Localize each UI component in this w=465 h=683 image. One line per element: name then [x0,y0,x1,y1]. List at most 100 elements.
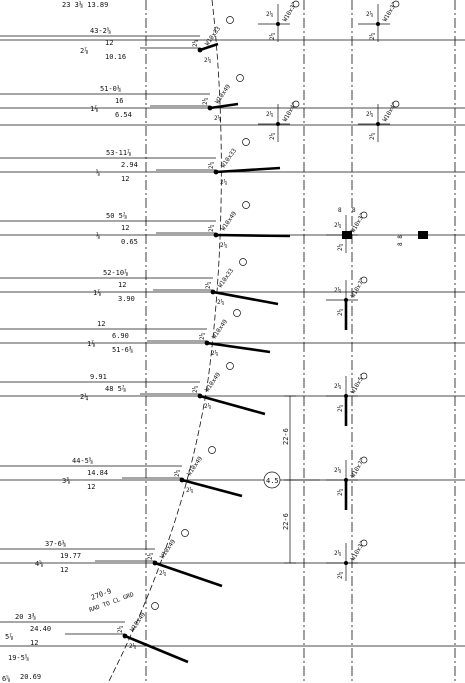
grid-bubble-label: 4.5 [266,477,279,485]
detail-mark-circle [292,100,300,108]
detail-node [376,22,380,26]
detail-mark-circle [360,276,368,284]
weld-size-secondary: 2¼ [220,242,228,249]
member-tag: W10x49 [159,538,177,560]
mark-circle [181,529,189,537]
lead-dimension: 1⅞ [90,105,98,113]
dimension-top: 9.91 [90,373,107,381]
detail-weld-vertical: 2¼ [269,32,276,40]
grid-bubble: 4.5 [263,471,281,489]
dimension-a: 2.94 [121,161,138,169]
bottom-label-2: 20.69 [20,673,41,681]
detail-node [344,298,348,302]
dimension-top: 37-6⅛ [45,539,66,548]
lead-dimension: 1⅞ [87,340,95,348]
member-tag: W10x49 [220,210,238,232]
lead-dimension: 1⅞ [93,289,101,297]
lead-dimension: 2¼ [80,393,88,401]
dimension-a: 14.84 [87,469,108,477]
detail-weld: 2¼ [334,550,342,557]
framing-rows: 43-2⅝1210.162⅞2¼2¼W10x3351-0⅛166.541⅞2¼2… [0,16,291,664]
detail-mark-circle [360,211,368,219]
detail-node [344,561,348,565]
dimension-a: 12 [118,281,126,289]
dimension-b: 12 [30,639,38,647]
beam [181,478,243,498]
detail-mark-circle [392,100,400,108]
column-node [213,232,219,238]
member-tag: W10x33 [220,147,238,169]
mark-circle [242,201,250,209]
weld-size-secondary: 2¼ [159,570,167,577]
lead-dimension: 2⅞ [80,47,88,55]
beam [154,561,223,588]
beam [212,290,279,306]
beam [215,166,281,174]
weld-size: 2¼ [117,625,124,633]
plate-dimension: 8 [352,207,356,214]
detail-mark-circle [360,539,368,547]
detail-weld-vertical: 2¼ [337,404,344,412]
dimension-b: 0.65 [121,238,138,246]
lead-dimension: 4⅝ [35,560,43,568]
beam [199,394,266,416]
weld-size-secondary: 2¼ [217,299,225,306]
beam [206,341,271,354]
dimension-top: 53-11⅞ [106,149,131,157]
mark-circle [236,74,244,82]
detail-node [276,22,280,26]
member-tag: W10x33 [204,25,222,47]
weld-size-secondary: 2¼ [204,403,212,410]
dimension-b: 12 [60,566,68,574]
detail-weld-vertical: 2¼ [369,132,376,140]
weld-size-secondary: 2¼ [214,115,222,122]
dimension-b: 51-6⅜ [112,345,133,354]
lead-dimension: 5⅞ [5,633,13,641]
member-tag: W10x33 [217,267,235,289]
dimension-a: 12 [121,224,129,232]
dimension-b: 10.16 [105,53,126,61]
bottom-label-1: 19-5⅝ [8,654,29,662]
mark-circle [233,309,241,317]
dimension-top: 12 [97,320,105,328]
member-tag: W10x49 [214,83,232,105]
dimension-a: 48 5⅞ [105,385,126,393]
column-node [152,560,158,566]
detail-weld: 2¼ [266,11,274,18]
weld-size-secondary: 2¼ [129,643,137,650]
dimension-a: 12 [105,39,113,47]
dimension-top: 44-5⅝ [72,457,93,465]
member-tag: W10x49 [129,611,147,633]
detail-weld: 2¼ [366,111,374,118]
vertical-dimension: 22-6 22-6 [282,395,320,564]
dimension-top: 20 3⅜ [15,612,36,621]
mark-circle [151,602,159,610]
beam [215,233,291,238]
beam [124,634,189,664]
weld-size: 2¼ [205,281,212,289]
dimension-a: 16 [115,97,123,105]
detail-weld: 2¼ [334,467,342,474]
detail-weld: 2¼ [266,111,274,118]
member-tag: W10x49 [186,455,204,477]
dimension-a: 6.90 [112,332,129,340]
weld-size: 2¼ [202,97,209,105]
column-curve [107,0,222,683]
detail-mark-circle [360,372,368,380]
dimension-b: 3.90 [118,295,135,303]
detail-weld-vertical: 2¼ [337,488,344,496]
mark-circle [226,16,234,24]
member-tag: W10x49 [204,371,222,393]
mark-circle [208,446,216,454]
